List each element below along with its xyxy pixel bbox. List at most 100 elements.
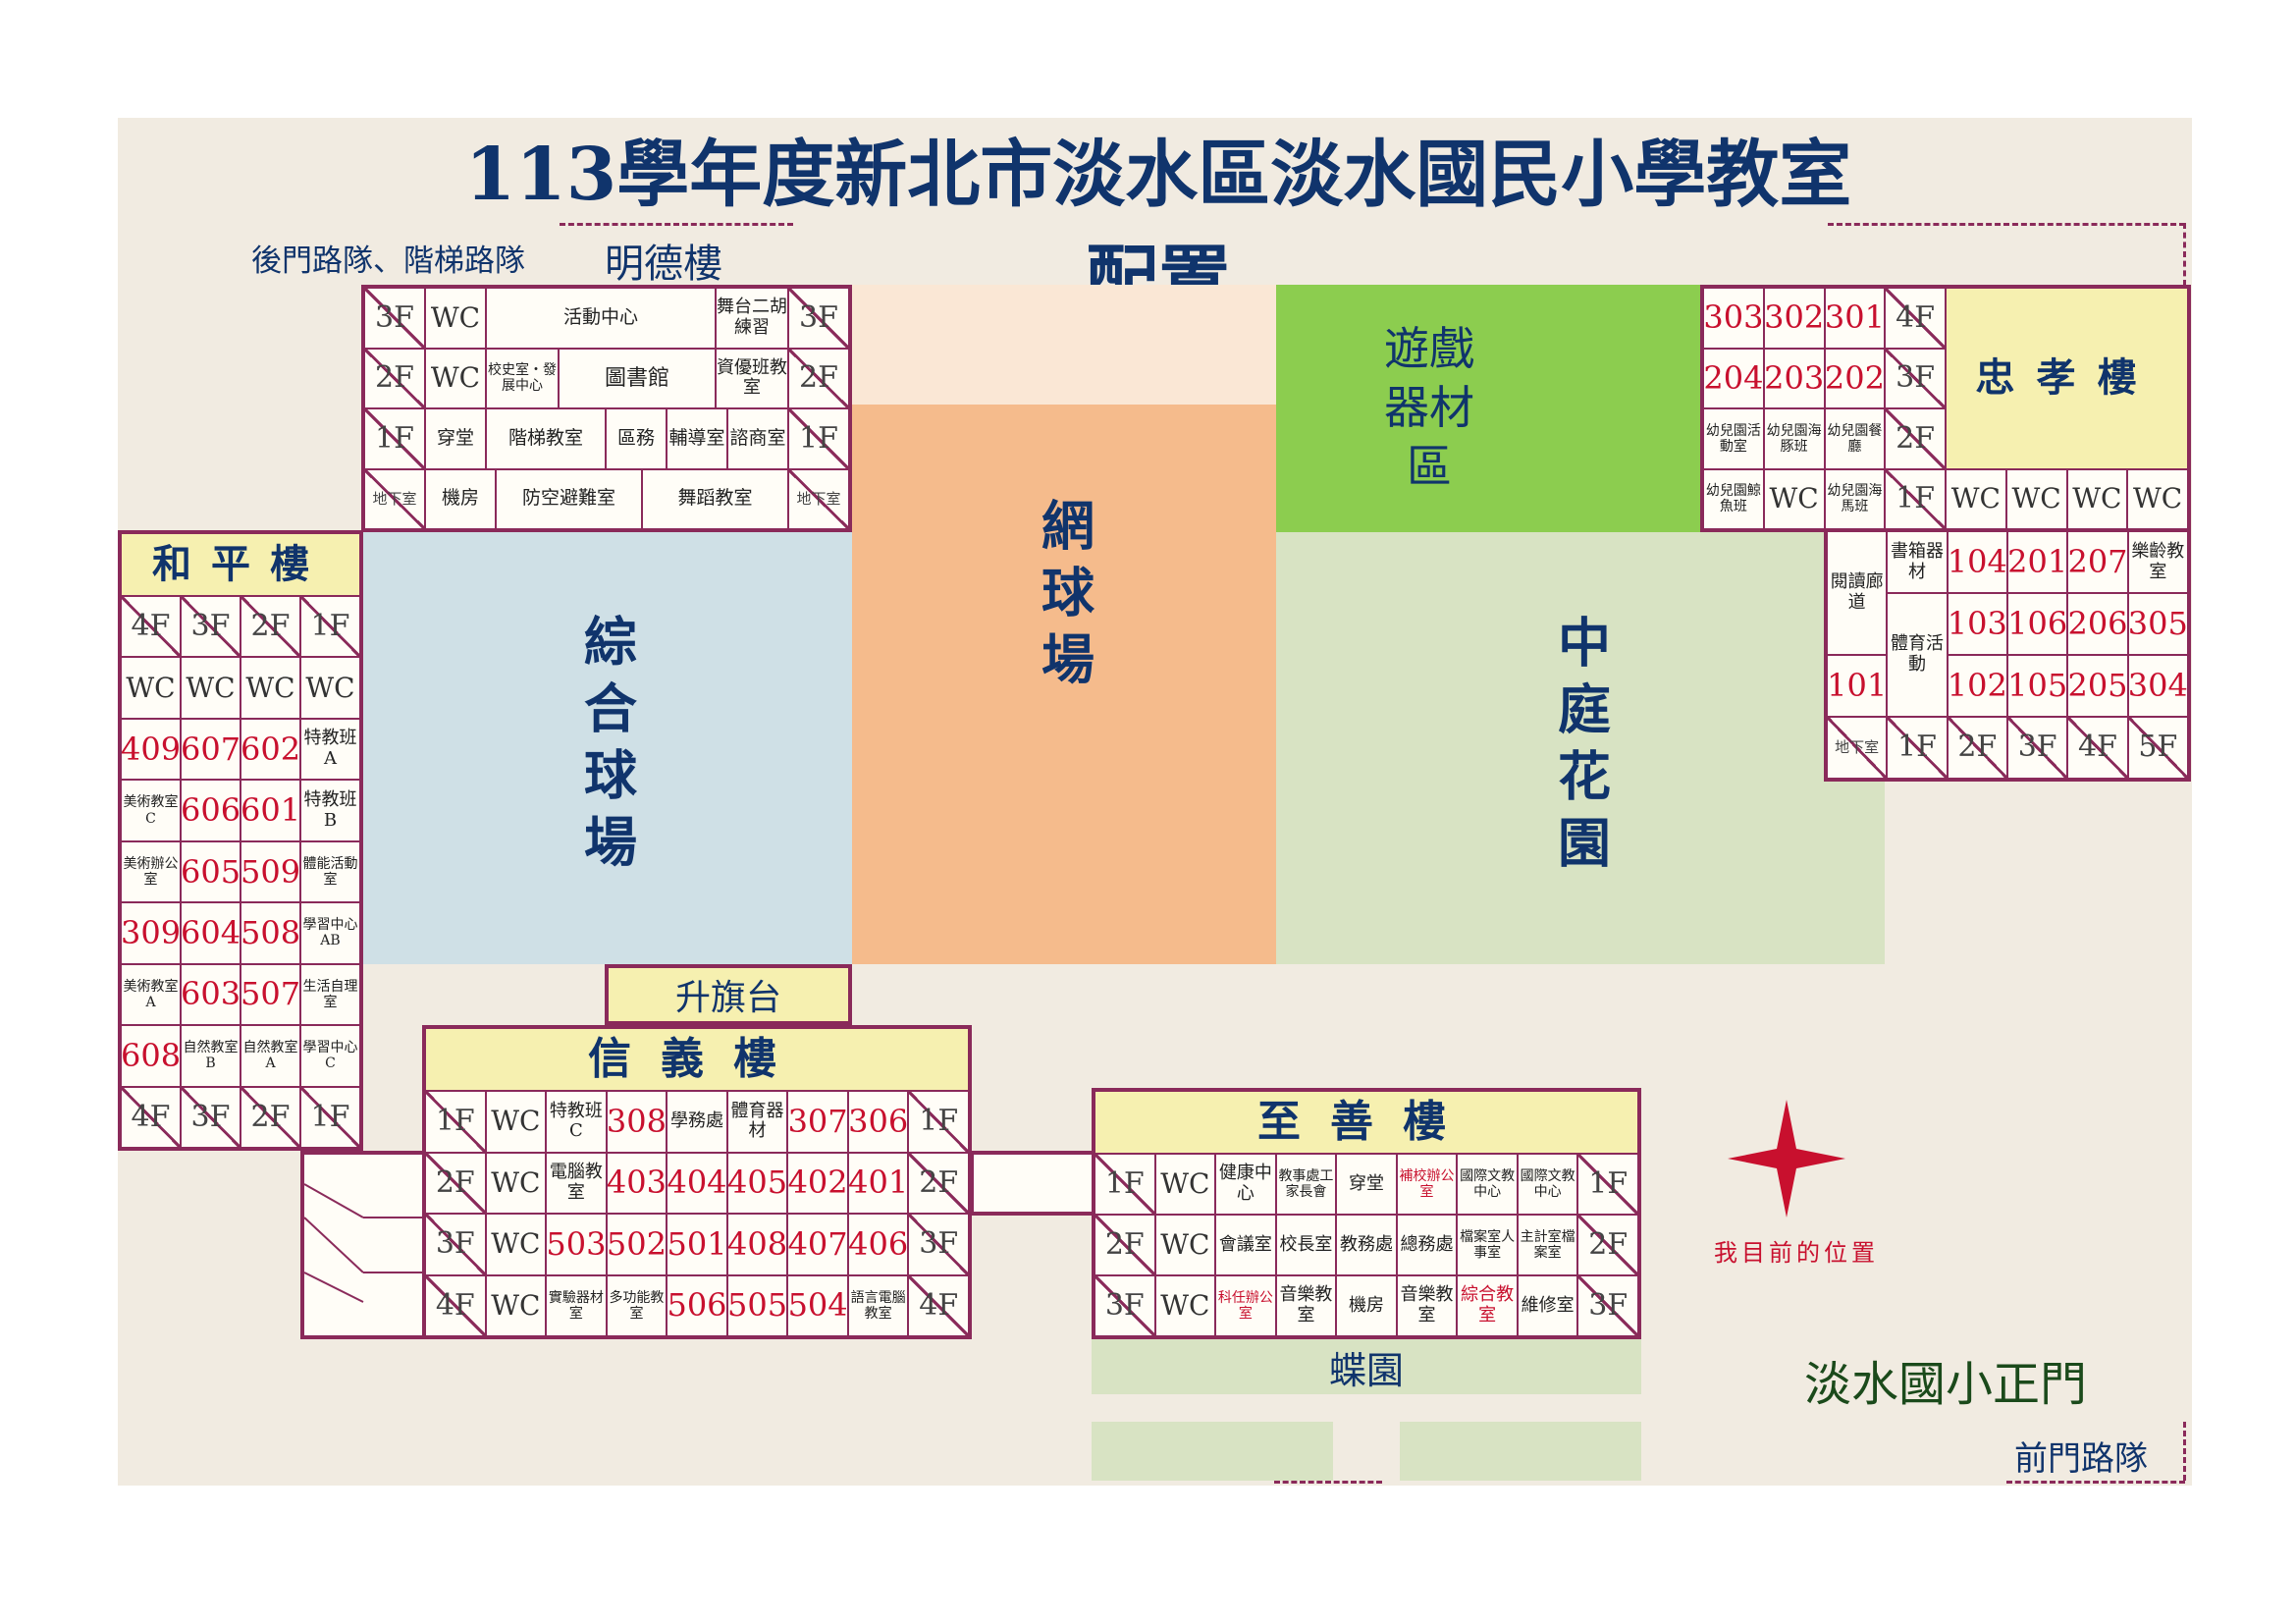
room: 301 [1825,289,1885,348]
floor-label: 2F [789,349,848,407]
boundary-line [2006,1481,2185,1484]
room: 203 [1764,349,1824,407]
room: 104 [1948,532,2006,592]
room: 資優班教室 [717,349,787,407]
room: 體能活動室 [301,841,359,902]
room: 特教班B [301,781,359,840]
room-number: 607 [182,719,240,780]
front-line-label: 前門路隊 [2014,1439,2148,1479]
room: 階梯教室 [487,409,605,468]
floor-label: 4F [2068,718,2127,778]
room: 幼兒園鯨魚班 [1704,469,1763,528]
floor-label: 2F [1578,1216,1637,1274]
floor-label: 1F [789,409,848,468]
room-number: 407 [788,1215,847,1274]
floor-label: 4F [122,1087,180,1147]
room: 102 [1948,656,2006,716]
floor-label: 1F [1886,469,1945,528]
floor-label: 4F [909,1275,968,1335]
corridor [970,1151,1095,1216]
room: 美術辦公室 [122,841,180,902]
restroom: WC [2006,469,2066,528]
room: 學務處 [667,1092,726,1152]
room-number: 605 [182,841,240,902]
boundary-line [2183,223,2186,286]
room: 語言電腦教室 [848,1275,908,1335]
room-number: 604 [182,903,240,963]
room: 書箱器材 [1888,532,1947,592]
room: 學習中心AB [301,903,359,963]
floor-label: 4F [1886,289,1945,348]
room: 科任辦公室 [1216,1276,1275,1335]
room-number: 508 [241,903,299,963]
restroom: WC [301,658,359,718]
floor-label: 3F [182,1087,240,1147]
floor-label: 2F [909,1153,968,1213]
floor-label: 2F [1095,1216,1154,1274]
floor-label: 2F [1948,718,2006,778]
room: 幼兒園海豚班 [1764,409,1824,468]
room: 校長室 [1276,1216,1336,1274]
restroom: WC [426,289,485,348]
zhongxiao-header: 忠孝樓 [1947,289,2187,468]
floor-label: 2F [241,597,299,657]
room: 美術教室C [122,781,180,840]
room: 美術教室A [122,964,180,1025]
boundary-line [2183,1422,2186,1481]
restroom: WC [486,1153,546,1213]
room: 舞蹈教室 [643,469,787,528]
room-number: 403 [607,1153,667,1213]
restroom: WC [182,658,240,718]
play-equipment-label: 遊戲器材區 [1384,322,1474,493]
floor-label: 2F [1886,409,1945,468]
room: 305 [2128,594,2187,654]
room-number: 409 [122,719,180,780]
mingde-building: 3F WC 活動中心 舞台二胡練習 3F 2F WC 校史室‧發展中心 圖書館 … [361,285,852,532]
room: 區務 [607,409,666,468]
restroom: WC [1155,1155,1215,1214]
butterfly-garden: 蝶園 [1092,1339,1641,1394]
mingde-label: 明德樓 [605,242,722,287]
room: 機房 [1337,1276,1396,1335]
room-number: 404 [667,1153,726,1213]
sports-court-label: 綜合球場 [574,614,638,881]
play-equipment-area: 遊戲器材區 [1276,285,1700,532]
central-garden: 中庭花園 [1276,532,1885,964]
room-number: 509 [241,841,299,902]
room: 實驗器材室 [547,1275,606,1335]
room: 音樂教室 [1397,1276,1457,1335]
room: 206 [2068,594,2127,654]
floor-label: 1F [301,597,359,657]
xinyi-header: 信義樓 [426,1029,968,1090]
restroom: WC [1155,1216,1215,1274]
room: 201 [2007,532,2067,592]
room: 202 [1825,349,1885,407]
floor-label: 地下室 [1828,718,1887,778]
stair-corridor [300,1151,426,1339]
room: 多功能教室 [607,1275,667,1335]
room: 幼兒園海馬班 [1825,469,1885,528]
floor-label: 3F [365,289,424,348]
floor-label: 3F [789,289,848,348]
room-number: 602 [241,719,299,780]
room: 103 [1948,594,2006,654]
room-number: 402 [788,1153,847,1213]
room: 教務處 [1337,1216,1396,1274]
room: 活動中心 [487,289,715,348]
room: 國際文教中心 [1458,1155,1517,1214]
floor-label: 3F [182,597,240,657]
room: 204 [1704,349,1763,407]
floor-label: 3F [1578,1276,1637,1335]
floor-label: 3F [2007,718,2067,778]
room-number: 504 [788,1275,847,1335]
room-number: 601 [241,781,299,840]
room: 105 [2007,656,2067,716]
room: 特教班A [301,719,359,780]
room: 總務處 [1397,1216,1457,1274]
floor-label: 2F [426,1153,485,1213]
room: 207 [2068,532,2127,592]
tennis-court: 網球場 [852,405,1276,964]
room-number: 506 [667,1275,726,1335]
